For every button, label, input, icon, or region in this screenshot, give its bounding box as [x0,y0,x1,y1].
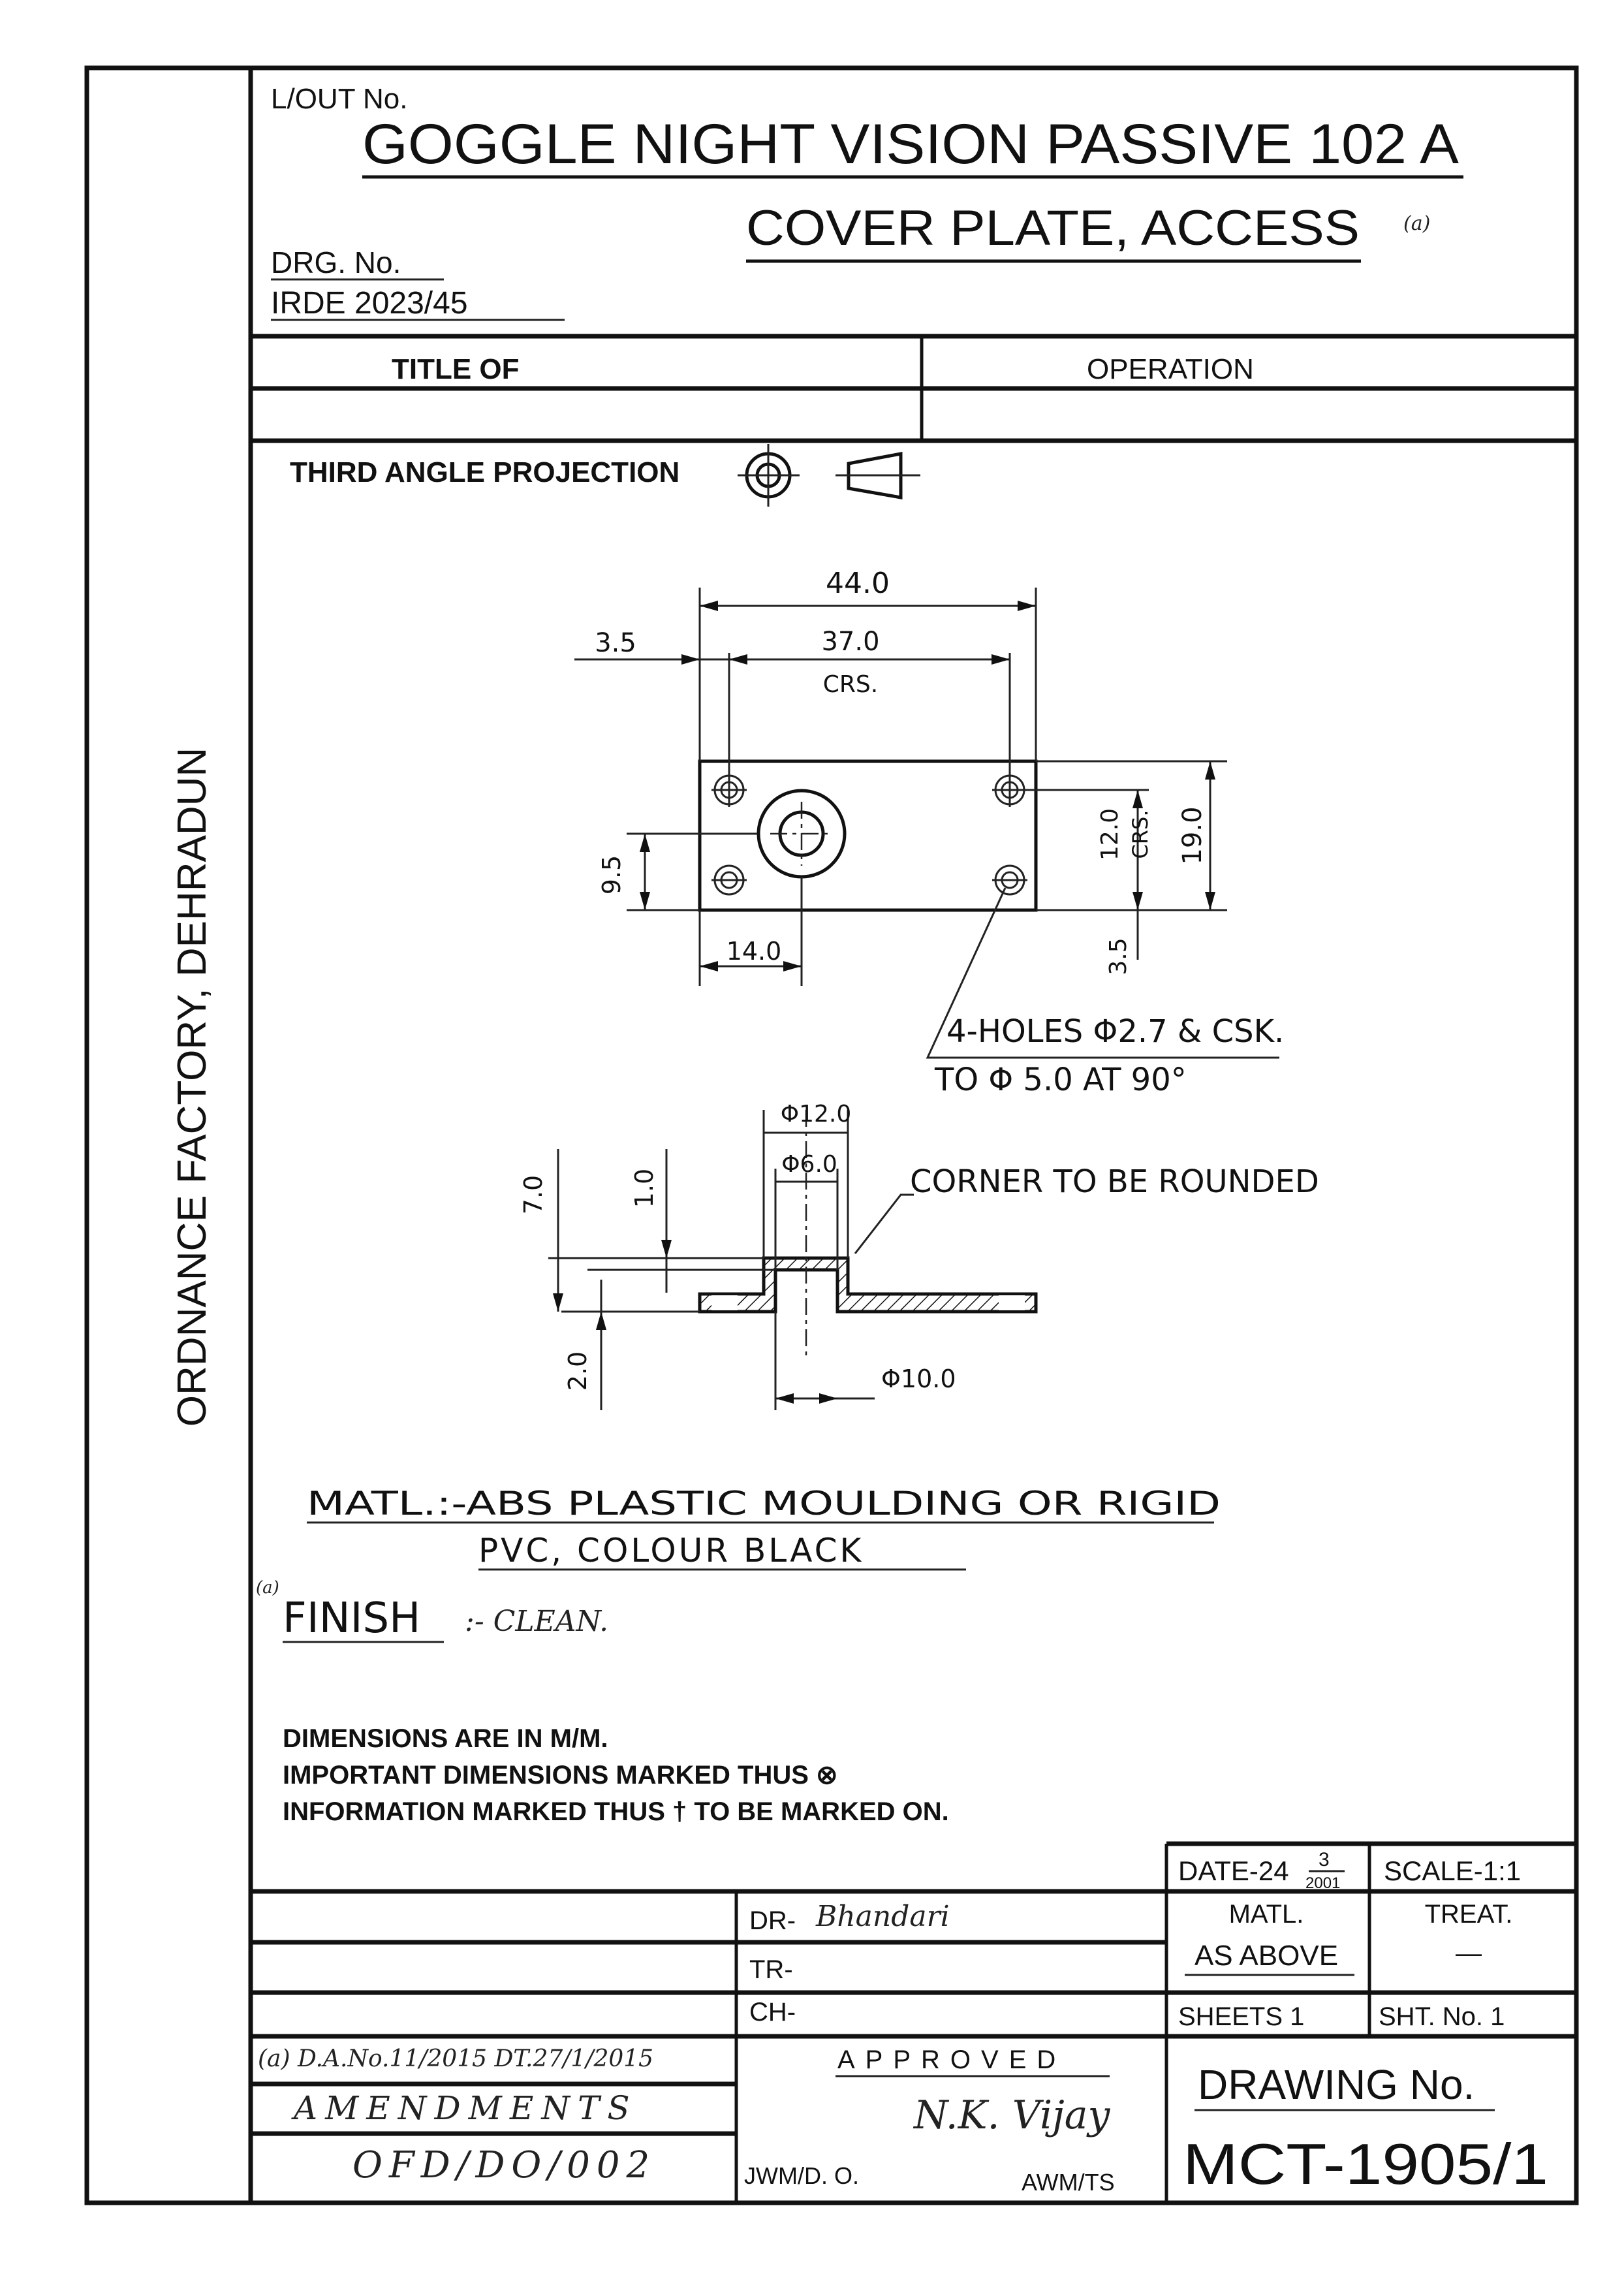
title-block: DATE-24 3 2001 SCALE-1:1 DR- Bhandari TR… [251,1841,1576,2203]
side-label: ORDNANCE FACTORY, DEHRADUN [170,748,215,1427]
dim-edge-offset-bottom: 3.5 [1105,938,1132,975]
dim-overall-height: 19.0 [1178,806,1208,864]
tr-label: TR- [749,1955,793,1984]
finish-label: FINISH [283,1594,420,1643]
operation-table: TITLE OF OPERATION [251,334,1576,443]
sheets: SHEETS 1 [1178,2002,1304,2031]
dim-boss-outer-dia: Φ12.0 [781,1101,852,1128]
amendments-label: AMENDMENTS [291,2089,638,2127]
note-line: IMPORTANT DIMENSIONS MARKED THUS ⊗ [283,1761,838,1790]
dim-boss-x-pos: 14.0 [726,937,782,966]
dim-boss-height-pos: 9.5 [597,855,626,894]
drg-label: DRG. No. [271,245,401,279]
matl-label: MATL. [1229,1900,1304,1929]
amendment-mark: (a) [1403,212,1430,235]
third-angle-projection-icon [738,444,920,507]
do-label: JWM/D. O. [744,2162,859,2189]
finish-mark: (a) [256,1578,279,1598]
dim-hole-centres: 37.0 [821,627,879,657]
dim-flange-thickness: 2.0 [563,1351,592,1391]
date-month: 3 [1319,1849,1330,1870]
dim-total-height: 7.0 [519,1175,548,1214]
drg-number: IRDE 2023/45 [271,286,468,321]
approved-label: APPROVED [837,2045,1066,2074]
material-line1: MATL.:-ABS PLASTIC MOULDING OR RIGID [307,1485,1221,1523]
sheet-frame [84,65,1579,2205]
finish-value: :- CLEAN. [465,1605,608,1638]
dim-hole-vertical-note: CRS. [1128,810,1153,859]
projection-label: THIRD ANGLE PROJECTION [290,456,679,488]
treat-value: — [1456,1939,1482,1968]
product-title: GOGGLE NIGHT VISION PASSIVE 102 A [362,113,1460,176]
hole-note-line2: TO Φ 5.0 AT 90° [934,1062,1187,1098]
approved-signature: N.K. Vijay [913,2092,1111,2138]
part-title: COVER PLATE, ACCESS [746,200,1360,256]
title-of-header: TITLE OF [392,353,520,385]
dim-hole-vertical-centres: 12.0 [1097,808,1123,860]
dim-boss-inner-dia: Φ6.0 [781,1151,837,1178]
material-line2: PVC, COLOUR BLACK [478,1532,864,1570]
dim-hole-centres-note: CRS. [823,671,878,698]
date-label: DATE-24 [1178,1855,1289,1886]
operation-header: OPERATION [1087,353,1254,385]
dim-overall-width: 44.0 [826,567,890,600]
amendment-code: OFD/DO/002 [352,2144,656,2186]
drawing-number: MCT-1905/1 [1183,2132,1548,2196]
section-view: Φ12.0 Φ6.0 CORNER TO BE ROUNDED 7.0 1.0 … [519,1101,1319,1410]
note-line: DIMENSIONS ARE IN M/M. [283,1724,608,1753]
treat-label: TREAT. [1425,1900,1513,1929]
hole-note-line1: 4-HOLES Φ2.7 & CSK. [946,1013,1284,1050]
general-notes: DIMENSIONS ARE IN M/M. IMPORTANT DIMENSI… [283,1724,949,1826]
corner-note: CORNER TO BE ROUNDED [910,1163,1319,1200]
dim-bore-dia: Φ10.0 [881,1365,956,1393]
sheet-number: SHT. No. 1 [1379,2002,1505,2031]
ch-label: CH- [749,1998,796,2027]
dr-label: DR- [749,1906,796,1935]
drawing-no-label: DRAWING No. [1198,2061,1475,2108]
plan-view: 44.0 37.0 CRS. 3.5 19.0 12.0 CRS. 3.5 9.… [574,567,1284,1098]
header-block: L/OUT No. GOGGLE NIGHT VISION PASSIVE 10… [271,83,1463,321]
note-line: INFORMATION MARKED THUS † TO BE MARKED O… [283,1797,949,1826]
mounting-holes [711,653,1027,896]
dim-wall-top: 1.0 [630,1169,659,1208]
amendment-ref: (a) D.A.No.11/2015 DT.27/1/2015 [258,2045,653,2072]
date-year: 2001 [1305,1874,1340,1892]
scale: SCALE-1:1 [1384,1855,1521,1886]
ts-label: AWM/TS [1022,2169,1115,2196]
dim-edge-offset-left: 3.5 [595,628,636,658]
dr-signature: Bhandari [815,1900,950,1933]
layout-label: L/OUT No. [271,83,407,115]
matl-value: AS ABOVE [1195,1940,1338,1972]
material-spec: MATL.:-ABS PLASTIC MOULDING OR RIGID PVC… [256,1485,1221,1643]
